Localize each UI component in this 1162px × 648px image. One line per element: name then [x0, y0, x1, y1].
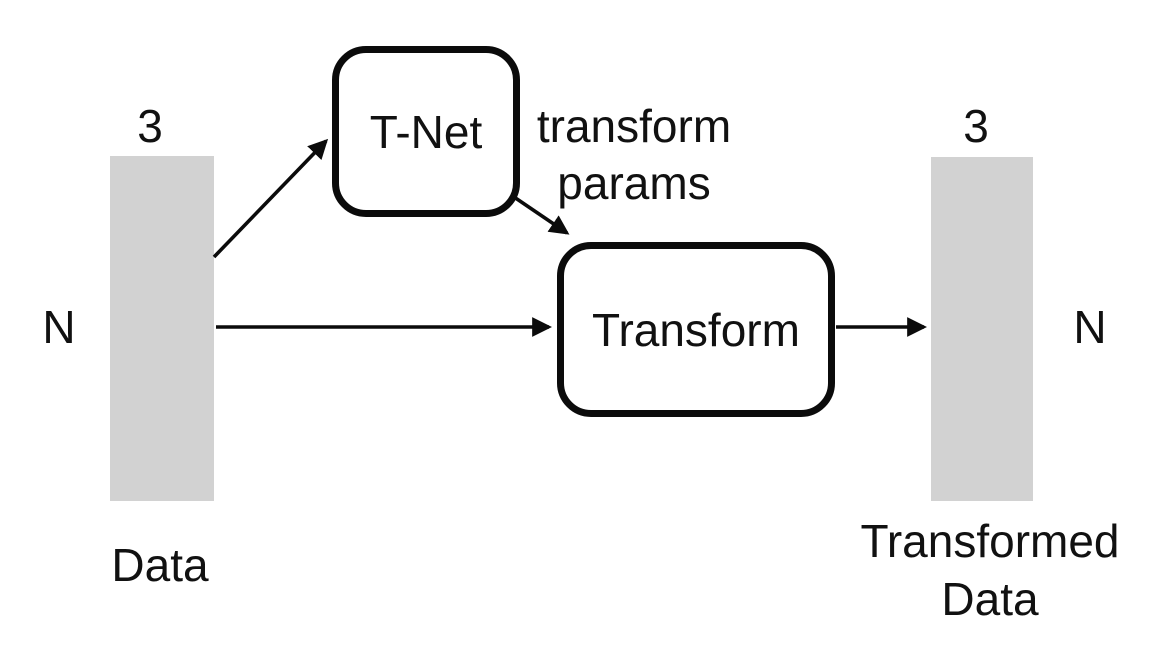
output-bar-caption-line2: Data: [941, 573, 1039, 625]
input-bar-width-label: 3: [137, 100, 163, 152]
transform-params-annotation: transform params: [537, 98, 731, 212]
transform-params-line1: transform: [536, 100, 732, 152]
output-bar-height-label: N: [1073, 301, 1107, 353]
arrow-input-to-tnet: [212, 138, 329, 259]
input-data-bar: [110, 156, 214, 501]
transform-params-line2: params: [557, 157, 711, 209]
tnet-label: T-Net: [369, 105, 483, 158]
arrow-tnet-to-transform: [512, 195, 570, 235]
input-bar-caption: Data: [111, 539, 209, 591]
transform-label: Transform: [592, 303, 800, 356]
output-data-bar: [931, 157, 1033, 501]
output-bar-caption-line1: Transformed: [860, 515, 1120, 567]
input-bar-height-label: N: [42, 301, 76, 353]
output-bar-width-label: 3: [963, 100, 989, 152]
output-bar-caption: Transformed Data: [860, 512, 1119, 628]
tnet-box: T-Net: [332, 46, 520, 217]
transform-box: Transform: [557, 242, 835, 417]
